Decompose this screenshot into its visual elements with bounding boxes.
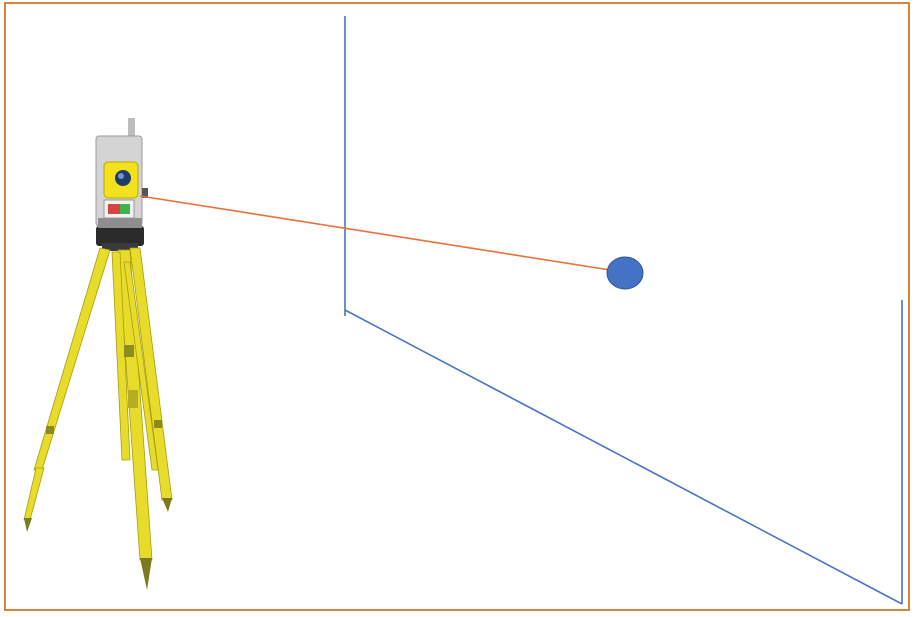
tripod-icon (24, 226, 172, 590)
tripod-foot-right (162, 498, 172, 512)
target-point-icon (607, 257, 643, 289)
tripod-foot-center (140, 558, 152, 590)
tripod-leg-left (34, 248, 110, 470)
tripod-foot-left (24, 518, 32, 532)
tripod-leg-left-lower (24, 468, 44, 520)
laser-beam (140, 196, 610, 270)
instrument-base (98, 218, 142, 228)
wall-outline (345, 16, 902, 604)
wall-floor-edge (345, 310, 902, 604)
total-station-icon (96, 118, 148, 228)
